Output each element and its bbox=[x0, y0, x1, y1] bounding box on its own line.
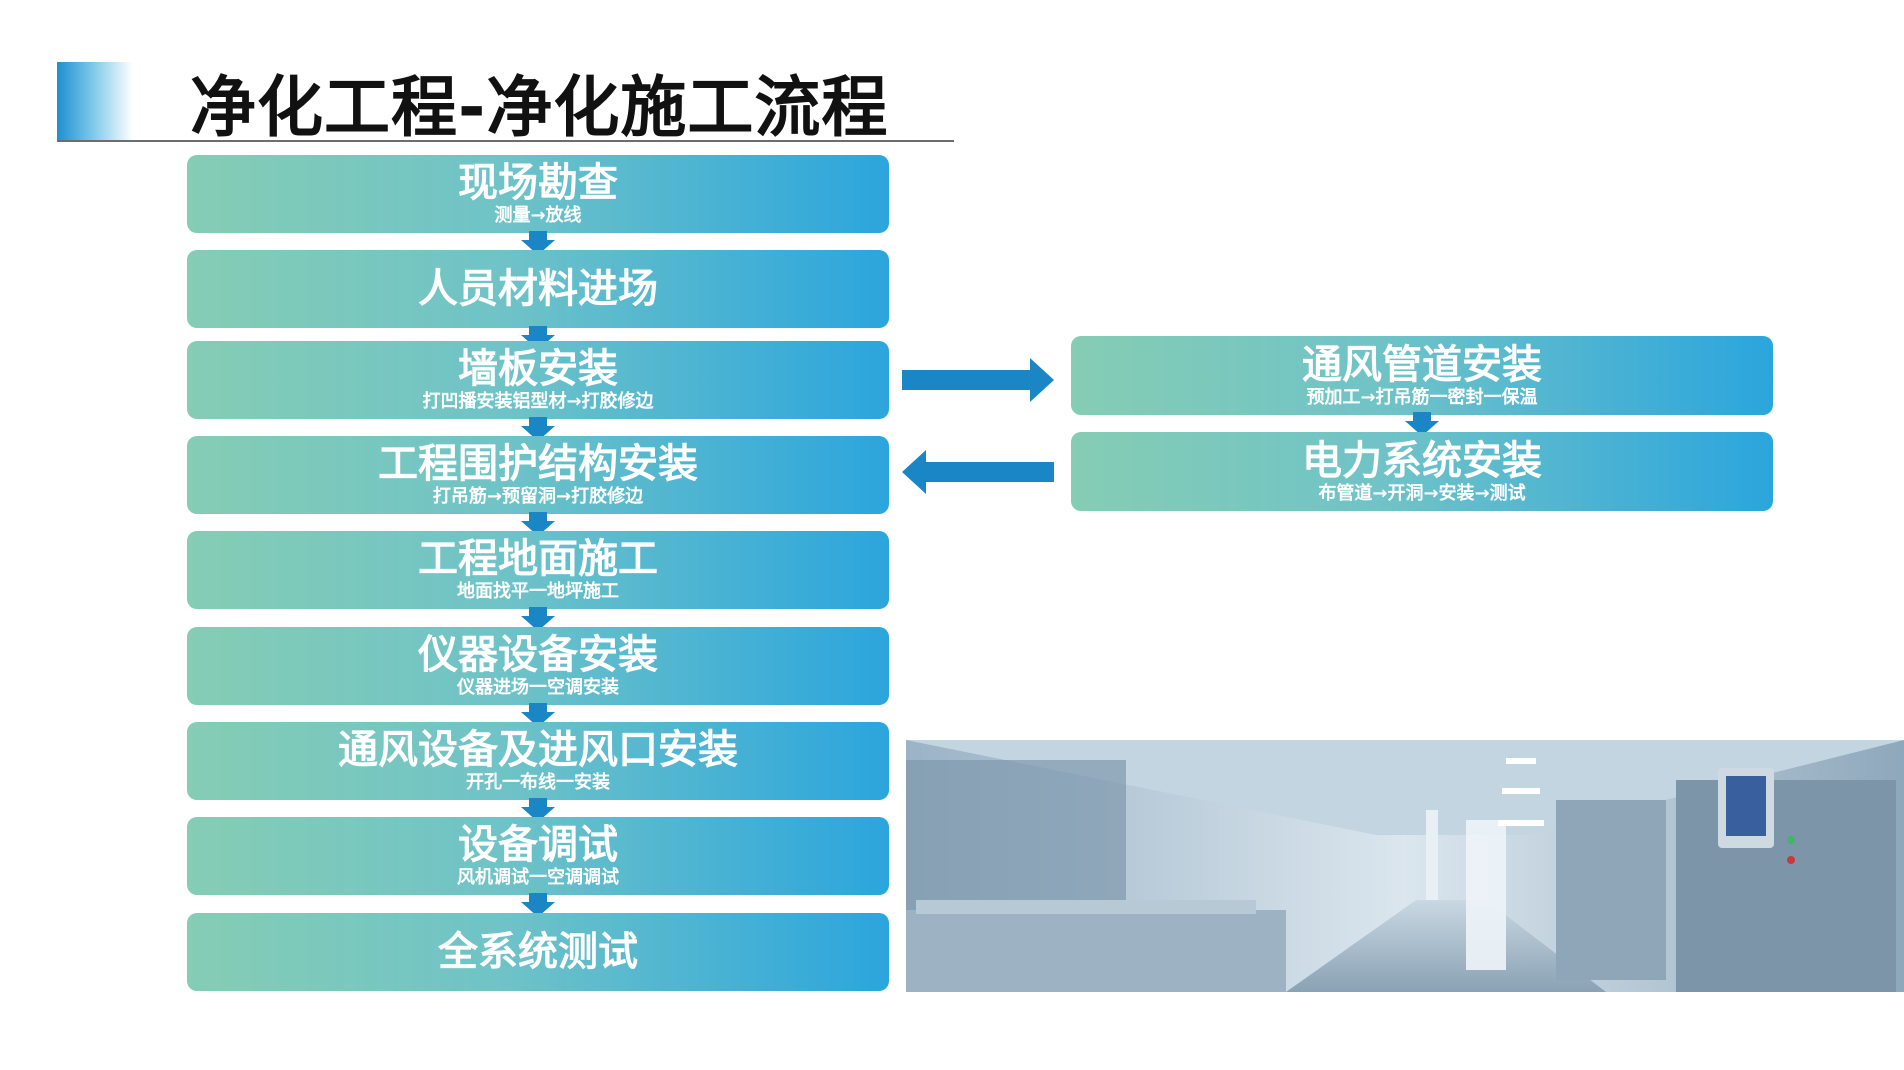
step-floor-construction: 工程地面施工 地面找平一地坪施工 bbox=[187, 531, 889, 609]
step-wall-panel-installation: 墙板安装 打凹播安装铝型材→打胶修边 bbox=[187, 341, 889, 419]
cleanroom-corridor-photo bbox=[906, 740, 1904, 992]
arrow-right-icon bbox=[902, 358, 1054, 402]
step-title: 全系统测试 bbox=[438, 929, 638, 975]
step-title: 仪器设备安装 bbox=[418, 632, 658, 678]
title-accent-bar bbox=[57, 62, 133, 142]
title-divider bbox=[57, 140, 954, 142]
step-title: 通风管道安装 bbox=[1302, 341, 1542, 388]
step-detail: 开孔一布线一安装 bbox=[466, 772, 610, 793]
side-step-duct-installation: 通风管道安装 预加工→打吊筋一密封一保温 bbox=[1071, 336, 1773, 415]
step-detail: 风机调试一空调调试 bbox=[457, 867, 619, 888]
step-title: 设备调试 bbox=[458, 822, 618, 868]
step-detail: 预加工→打吊筋一密封一保温 bbox=[1306, 386, 1538, 408]
step-personnel-materials: 人员材料进场 bbox=[187, 250, 889, 328]
step-detail: 地面找平一地坪施工 bbox=[457, 581, 619, 602]
step-title: 现场勘查 bbox=[458, 160, 618, 206]
step-instrument-installation: 仪器设备安装 仪器进场一空调安装 bbox=[187, 627, 889, 705]
step-detail: 仪器进场一空调安装 bbox=[457, 677, 619, 698]
step-title: 工程围护结构安装 bbox=[378, 441, 698, 487]
step-full-system-test: 全系统测试 bbox=[187, 913, 889, 991]
step-site-survey: 现场勘查 测量→放线 bbox=[187, 155, 889, 233]
step-enclosure-structure: 工程围护结构安装 打吊筋→预留洞→打胶修边 bbox=[187, 436, 889, 514]
step-title: 电力系统安装 bbox=[1302, 437, 1542, 484]
step-title: 墙板安装 bbox=[458, 346, 618, 392]
side-step-electrical-installation: 电力系统安装 布管道→开洞→安装→测试 bbox=[1071, 432, 1773, 511]
step-ventilation-equipment: 通风设备及进风口安装 开孔一布线一安装 bbox=[187, 722, 889, 800]
step-title: 人员材料进场 bbox=[418, 266, 658, 312]
step-detail: 布管道→开洞→安装→测试 bbox=[1318, 482, 1526, 504]
step-title: 通风设备及进风口安装 bbox=[338, 727, 738, 773]
step-equipment-commissioning: 设备调试 风机调试一空调调试 bbox=[187, 817, 889, 895]
page-title: 净化工程-净化施工流程 bbox=[190, 69, 889, 146]
arrow-left-icon bbox=[902, 450, 1054, 494]
step-title: 工程地面施工 bbox=[418, 536, 658, 582]
step-detail: 打凹播安装铝型材→打胶修边 bbox=[422, 391, 654, 412]
step-detail: 打吊筋→预留洞→打胶修边 bbox=[432, 486, 644, 507]
step-detail: 测量→放线 bbox=[494, 205, 582, 226]
